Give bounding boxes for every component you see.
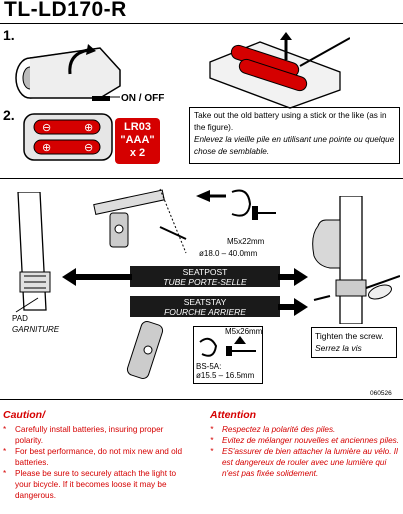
step-1-number: 1. <box>3 27 15 43</box>
section-divider-top <box>0 178 403 179</box>
clamp-diameter-1: ø18.0 – 40.0mm <box>199 249 258 258</box>
bracket-model: BS-5A: <box>196 362 222 371</box>
seatstay-band-arrow <box>278 298 308 316</box>
battery-note-en: Take out the old battery using a stick o… <box>194 111 387 132</box>
seatpost-band: SEATPOST TUBE PORTE-SELLE <box>130 266 280 287</box>
battery-size: "AAA" <box>120 134 155 146</box>
caution-item: Carefully install batteries, insuring pr… <box>3 424 191 446</box>
svg-text:⊖: ⊖ <box>84 142 93 154</box>
on-off-label: ON / OFF <box>121 93 165 104</box>
pad-label-fr: GARNITURE <box>12 325 60 334</box>
section-divider-bottom <box>0 399 403 400</box>
svg-text:⊕: ⊕ <box>42 142 51 154</box>
battery-compartment-illustration <box>209 32 350 109</box>
attention-item: Evitez de mélanger nouvelles et ancienne… <box>210 435 400 446</box>
seatstay-band: SEATSTAY FOURCHE ARRIERE <box>130 296 280 317</box>
screw-size-1: M5x22mm <box>227 237 265 246</box>
pad-label-en: PAD <box>12 314 28 323</box>
attention-item: ES'assurer de bien attacher la lumière a… <box>210 446 400 479</box>
seatpost-label-fr: TUBE PORTE-SELLE <box>163 277 247 287</box>
clamp-and-screw-illustration <box>196 189 276 220</box>
seatpost-tube-illustration <box>17 192 51 311</box>
clamp-diameter-2: ø15.5 – 16.5mm <box>196 371 255 380</box>
seatpost-band-arrow <box>62 268 132 286</box>
battery-note-fr: Enlevez la vieille pile en utilisant une… <box>194 135 395 156</box>
attention-list: Respectez la polarité des piles. Evitez … <box>210 424 400 479</box>
document-code: 060526 <box>370 390 392 397</box>
attention-item: Respectez la polarité des piles. <box>210 424 400 435</box>
seatstay-label-fr: FOURCHE ARRIERE <box>164 307 246 317</box>
seatpost-label-en: SEATPOST <box>182 267 228 277</box>
tighten-note-fr: Serrez la vis <box>315 343 362 353</box>
bracket-and-screw-illustration <box>199 336 256 357</box>
screw-size-2: M5x26mm <box>225 327 263 336</box>
attention-heading: Attention <box>210 409 257 421</box>
svg-text:⊖: ⊖ <box>42 122 51 134</box>
seatstay-clamp-illustration <box>126 321 164 379</box>
pad-pointer-line <box>15 297 39 313</box>
caution-list: Carefully install batteries, insuring pr… <box>3 424 191 501</box>
tighten-screw-note: Tighten the screw. Serrez la vis <box>311 327 397 358</box>
switch-pointer-line <box>100 96 120 98</box>
battery-type-badge: LR03 "AAA" x 2 <box>115 118 160 164</box>
mounted-light-illustration <box>312 196 400 324</box>
step-2-number: 2. <box>3 107 15 123</box>
svg-text:⊕: ⊕ <box>84 122 93 134</box>
document-title: TL-LD170-R <box>4 0 127 21</box>
seatpost-band-arrow-right <box>278 268 308 286</box>
bracket-detail-box <box>193 326 263 384</box>
caution-heading: Caution/ <box>3 409 45 421</box>
battery-count: x 2 <box>129 147 146 159</box>
title-rule <box>0 23 403 24</box>
light-unit-open-illustration <box>15 44 121 101</box>
seatstay-label-en: SEATSTAY <box>183 297 227 307</box>
tighten-note-en: Tighten the screw. <box>315 331 384 341</box>
caution-item: Please be sure to securely attach the li… <box>3 468 191 501</box>
seatpost-clamp-illustration <box>93 188 187 254</box>
caution-item: For best performance, do not mix new and… <box>3 446 191 468</box>
battery-removal-note: Take out the old battery using a stick o… <box>189 107 400 164</box>
battery-type: LR03 <box>124 121 151 133</box>
battery-holder-illustration: ⊖ ⊕ ⊕ ⊖ <box>23 113 113 161</box>
